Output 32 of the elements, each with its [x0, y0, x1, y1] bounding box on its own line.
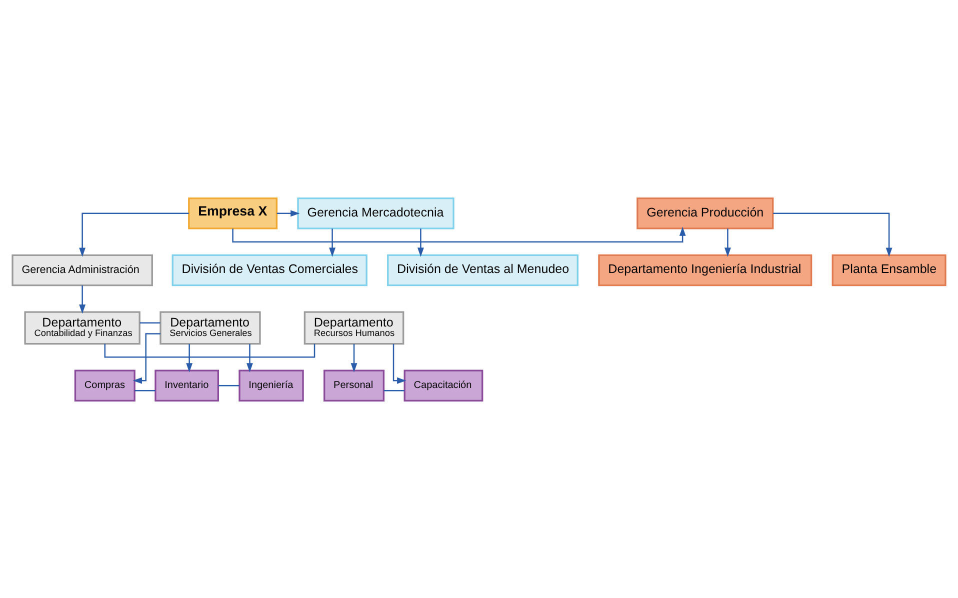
arrow: [79, 284, 86, 314]
node-box: Departamento Recursos Humanos: [304, 310, 404, 344]
arrow: [350, 344, 358, 372]
arrow: [276, 210, 300, 216]
node-box: Capacitación: [404, 369, 484, 401]
node-box: División de Ventas al Menudeo: [387, 254, 578, 286]
node-box: Departamento Ingeniería Industrial: [598, 254, 812, 286]
arrow: [186, 344, 193, 372]
arrow: [773, 212, 892, 256]
connector: [384, 390, 404, 391]
node-box: Departamento Contabilidad y Finanzas: [24, 310, 140, 344]
connector: [134, 390, 156, 391]
arrow: [132, 332, 160, 384]
connector: [140, 322, 160, 324]
arrow: [724, 228, 731, 256]
arrow: [392, 344, 406, 384]
connector: [218, 384, 240, 386]
node-box: Ingeniería: [238, 369, 304, 401]
arrow: [246, 344, 253, 372]
node-box: Personal: [324, 369, 385, 401]
node-box: Planta Ensamble: [832, 254, 946, 286]
arrow: [417, 228, 424, 256]
node-box: Empresa X: [188, 197, 278, 229]
node-box: Gerencia Producción: [636, 197, 774, 229]
node-box: Inventario: [154, 369, 219, 401]
node-box: Departamento Servicios Generales: [160, 310, 261, 344]
arrow: [329, 228, 336, 256]
node-box: Gerencia Administración: [12, 254, 153, 286]
node-box: Compras: [74, 369, 136, 401]
node-box: Gerencia Mercadotecnia: [297, 197, 454, 229]
arrow: [79, 212, 189, 256]
node-box: División de Ventas Comerciales: [172, 254, 368, 286]
